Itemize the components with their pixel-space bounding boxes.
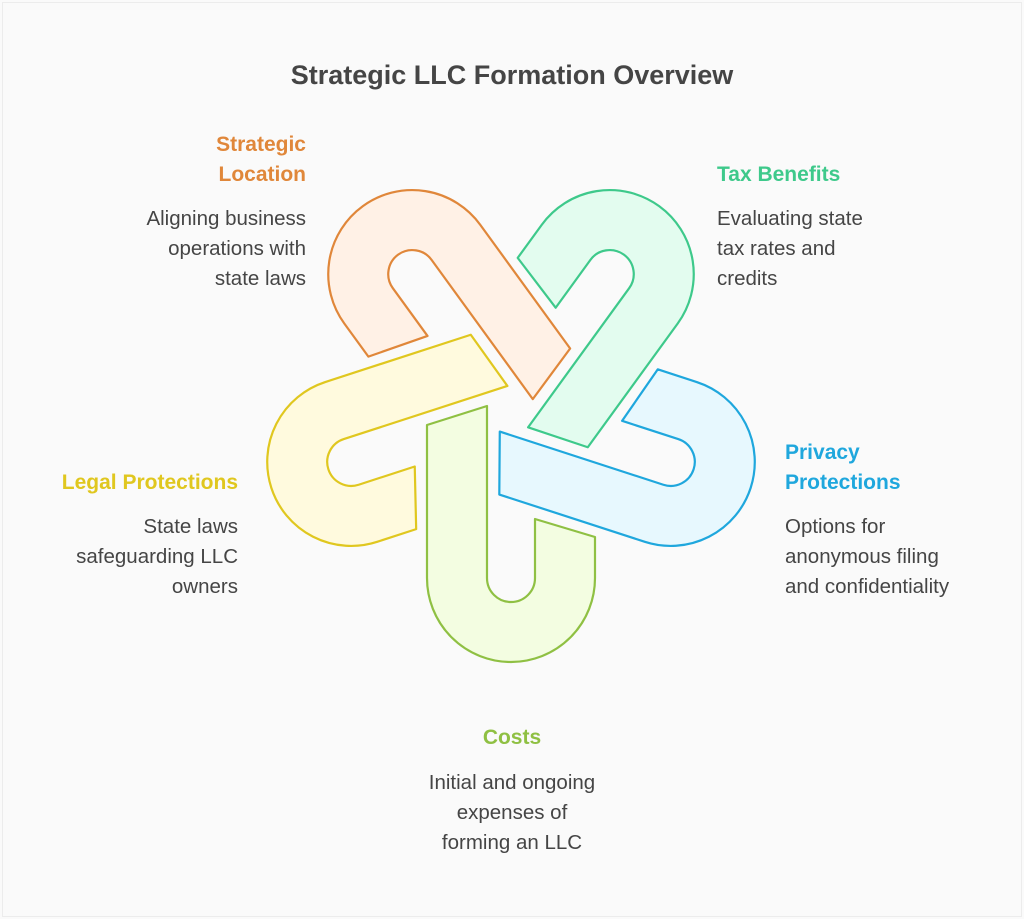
label-line: Location: [218, 163, 307, 186]
desc-line: State laws: [143, 515, 238, 538]
label-line: Strategic: [216, 133, 306, 156]
desc-strategic-location: Aligning business operations with state …: [146, 204, 306, 294]
desc-line: Evaluating state: [717, 207, 863, 230]
label-line: Privacy: [785, 441, 860, 464]
label-privacy-protections: Privacy Protections: [785, 438, 901, 498]
label-costs: Costs: [312, 723, 712, 753]
desc-costs: Initial and ongoing expenses of forming …: [312, 768, 712, 858]
desc-line: Initial and ongoing: [428, 771, 596, 794]
shape-costs: [425, 404, 597, 664]
label-line: Tax Benefits: [717, 163, 841, 186]
shape-legal-protections: [266, 333, 509, 547]
label-line: Costs: [482, 726, 542, 749]
diagram-title: Strategic LLC Formation Overview: [290, 60, 734, 90]
label-line: Protections: [785, 471, 901, 494]
desc-line: forming an LLC: [441, 831, 583, 854]
shape-strategic-location: [327, 189, 572, 401]
desc-line: owners: [171, 575, 238, 598]
shape-tax-benefits: [516, 189, 695, 449]
desc-line: credits: [717, 267, 778, 290]
desc-line: tax rates and: [717, 237, 836, 260]
desc-line: operations with: [168, 237, 306, 260]
desc-line: anonymous filing: [785, 545, 939, 568]
desc-line: expenses of: [456, 801, 568, 824]
desc-line: and confidentiality: [785, 575, 950, 598]
label-tax-benefits: Tax Benefits: [717, 160, 840, 190]
label-legal-protections: Legal Protections: [62, 468, 238, 498]
label-line: Legal Protections: [61, 471, 238, 494]
desc-line: Aligning business: [146, 207, 306, 230]
shape-privacy-protections: [498, 368, 756, 547]
desc-line: state laws: [214, 267, 306, 290]
desc-privacy-protections: Options for anonymous filing and confide…: [785, 512, 949, 602]
desc-line: Options for: [785, 515, 886, 538]
label-strategic-location: Strategic Location: [216, 130, 306, 190]
desc-tax-benefits: Evaluating state tax rates and credits: [717, 204, 863, 294]
desc-legal-protections: State laws safeguarding LLC owners: [76, 512, 238, 602]
desc-line: safeguarding LLC: [76, 545, 238, 568]
